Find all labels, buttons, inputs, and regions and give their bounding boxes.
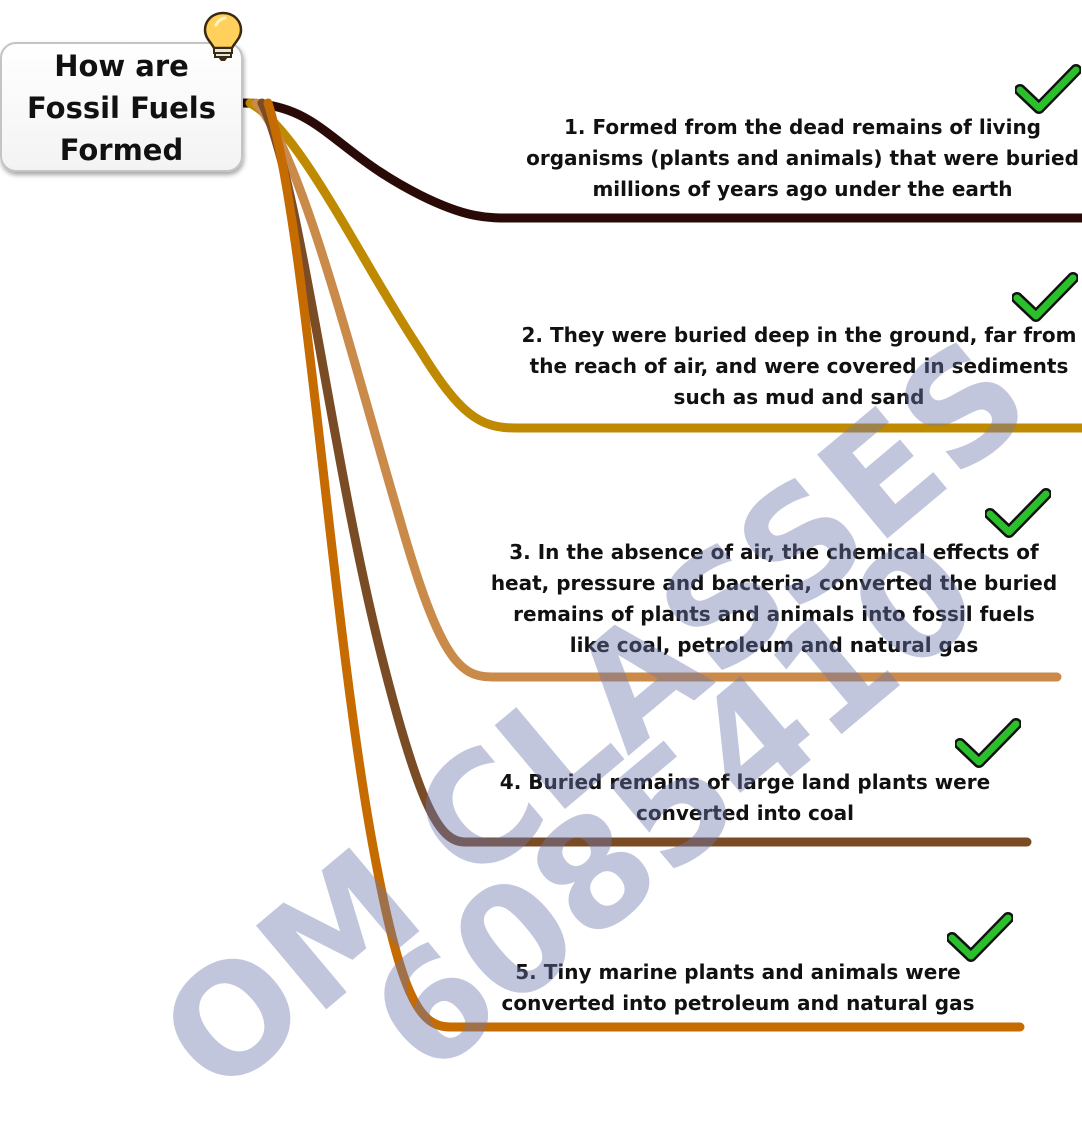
branch-line-3 — [251, 98, 1062, 682]
topic-1-text[interactable]: 1. Formed from the dead remains of livin… — [526, 115, 1079, 201]
central-topic[interactable]: How are Fossil Fuels Formed — [0, 42, 243, 172]
green-checkmark-icon — [955, 718, 1021, 768]
branch-line-1 — [238, 98, 1082, 223]
topic-3-text[interactable]: 3. In the absence of air, the chemical e… — [490, 540, 1058, 657]
green-checkmark-icon — [1015, 64, 1081, 114]
topic-2-text[interactable]: 2. They were buried deep in the ground, … — [521, 323, 1077, 409]
green-checkmark-icon — [947, 912, 1013, 962]
branch-line-2 — [245, 98, 1082, 433]
green-checkmark-icon — [1012, 272, 1078, 322]
central-topic-title: How are Fossil Fuels Formed — [27, 49, 216, 167]
green-checkmark-icon — [985, 488, 1051, 538]
branch-line-5 — [263, 98, 1025, 1032]
lightbulb-icon — [203, 11, 243, 61]
topic-5-text[interactable]: 5. Tiny marine plants and animals were c… — [501, 960, 975, 1015]
branch-connectors — [238, 98, 1082, 1032]
topic-4-text[interactable]: 4. Buried remains of large land plants w… — [499, 770, 991, 825]
